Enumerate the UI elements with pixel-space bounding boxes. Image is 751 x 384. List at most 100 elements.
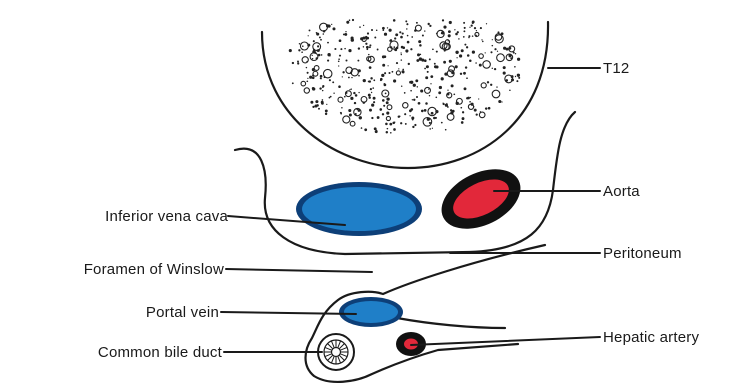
bone-stipple xyxy=(344,33,347,36)
bone-stipple xyxy=(332,27,335,30)
bone-stipple xyxy=(506,48,509,51)
bone-trabecula-ring xyxy=(492,90,500,98)
bone-stipple xyxy=(498,100,501,103)
bone-stipple xyxy=(405,123,407,125)
bone-stipple xyxy=(338,58,340,60)
bone-stipple xyxy=(393,128,396,131)
bone-stipple xyxy=(376,30,378,32)
bone-stipple xyxy=(411,36,413,38)
bone-trabecula-ring xyxy=(447,114,454,121)
bone-stipple xyxy=(469,59,472,62)
bone-stipple xyxy=(462,111,464,113)
bone-stipple xyxy=(515,53,516,54)
bone-stipple xyxy=(387,128,389,130)
bone-stipple xyxy=(445,104,448,107)
bone-stipple xyxy=(410,90,412,92)
bone-stipple xyxy=(358,47,360,49)
bone-stipple xyxy=(369,46,371,48)
bile-duct-fold xyxy=(340,344,345,349)
bone-stipple xyxy=(369,80,371,82)
bone-stipple xyxy=(353,92,355,94)
bone-stipple xyxy=(289,49,292,52)
bone-stipple xyxy=(472,35,474,37)
bone-stipple xyxy=(380,78,383,81)
portal-vein-shape xyxy=(339,297,403,327)
bone-stipple xyxy=(342,76,343,77)
bone-stipple xyxy=(306,80,308,82)
bone-stipple xyxy=(332,81,334,83)
bone-stipple xyxy=(478,98,479,99)
bone-stipple xyxy=(382,64,385,67)
bone-stipple xyxy=(404,113,406,115)
bone-stipple xyxy=(334,48,336,50)
bone-stipple xyxy=(297,62,299,64)
leader-foramen xyxy=(226,269,372,272)
bone-stipple xyxy=(330,96,332,98)
bone-stipple xyxy=(371,104,374,107)
bone-stipple xyxy=(466,46,468,48)
bone-stipple xyxy=(312,87,315,90)
bone-stipple xyxy=(420,54,422,56)
bone-stipple xyxy=(393,19,396,22)
bone-stipple xyxy=(382,113,384,115)
bone-stipple xyxy=(339,55,341,57)
bone-stipple xyxy=(490,84,492,86)
bone-stipple xyxy=(379,108,382,111)
bone-stipple xyxy=(447,90,448,91)
bone-stipple xyxy=(390,132,392,134)
bone-stipple xyxy=(464,27,466,29)
bone-stipple xyxy=(405,20,407,22)
bone-stipple xyxy=(429,128,431,130)
bone-stipple xyxy=(476,30,477,31)
bone-stipple xyxy=(317,45,319,47)
bile-duct-fold xyxy=(340,356,345,361)
bone-stipple xyxy=(454,29,455,30)
bone-stipple xyxy=(407,35,409,37)
bone-stipple xyxy=(465,66,467,68)
bone-stipple xyxy=(432,128,433,129)
bone-stipple xyxy=(443,61,446,64)
bone-stipple xyxy=(386,131,388,133)
bone-stipple xyxy=(358,92,359,93)
bone-stipple xyxy=(402,71,404,73)
bone-stipple xyxy=(479,64,482,67)
bone-stipple xyxy=(344,48,346,50)
bone-stipple xyxy=(387,65,388,66)
bone-trabecula-ring xyxy=(479,54,484,59)
bone-stipple xyxy=(413,99,415,101)
bone-stipple xyxy=(349,19,351,21)
bone-stipple xyxy=(418,40,421,43)
bone-stipple xyxy=(307,72,309,74)
bone-trabecula-ring xyxy=(386,116,390,120)
bone-stipple xyxy=(460,107,462,109)
bone-stipple xyxy=(376,130,377,131)
bone-stipple xyxy=(456,57,457,58)
bone-stipple xyxy=(339,39,342,42)
bone-stipple xyxy=(348,49,351,52)
bone-stipple xyxy=(366,48,368,50)
bone-stipple xyxy=(350,88,352,90)
bone-stipple xyxy=(381,74,384,77)
bone-stipple xyxy=(401,54,402,55)
bone-trabecula-ring xyxy=(456,98,462,104)
bone-stipple xyxy=(340,48,342,50)
bone-stipple xyxy=(449,21,452,24)
bone-stipple xyxy=(308,35,309,36)
bone-stipple xyxy=(517,58,520,61)
bone-stipple xyxy=(463,22,465,24)
bone-stipple xyxy=(472,51,475,54)
bone-stipple xyxy=(361,127,363,129)
bone-stipple xyxy=(413,84,416,87)
bone-stipple xyxy=(418,102,421,105)
bone-stipple xyxy=(292,82,294,84)
bone-stipple xyxy=(419,44,422,47)
bone-stipple xyxy=(485,107,487,109)
bone-stipple xyxy=(429,95,430,96)
bone-stipple xyxy=(400,36,403,39)
bone-stipple xyxy=(402,69,404,71)
label-t12: T12 xyxy=(603,60,629,77)
bone-stipple xyxy=(325,109,328,112)
bone-stipple xyxy=(320,75,323,78)
bone-stipple xyxy=(348,109,351,112)
label-foramen-of-winslow: Foramen of Winslow xyxy=(84,261,224,278)
